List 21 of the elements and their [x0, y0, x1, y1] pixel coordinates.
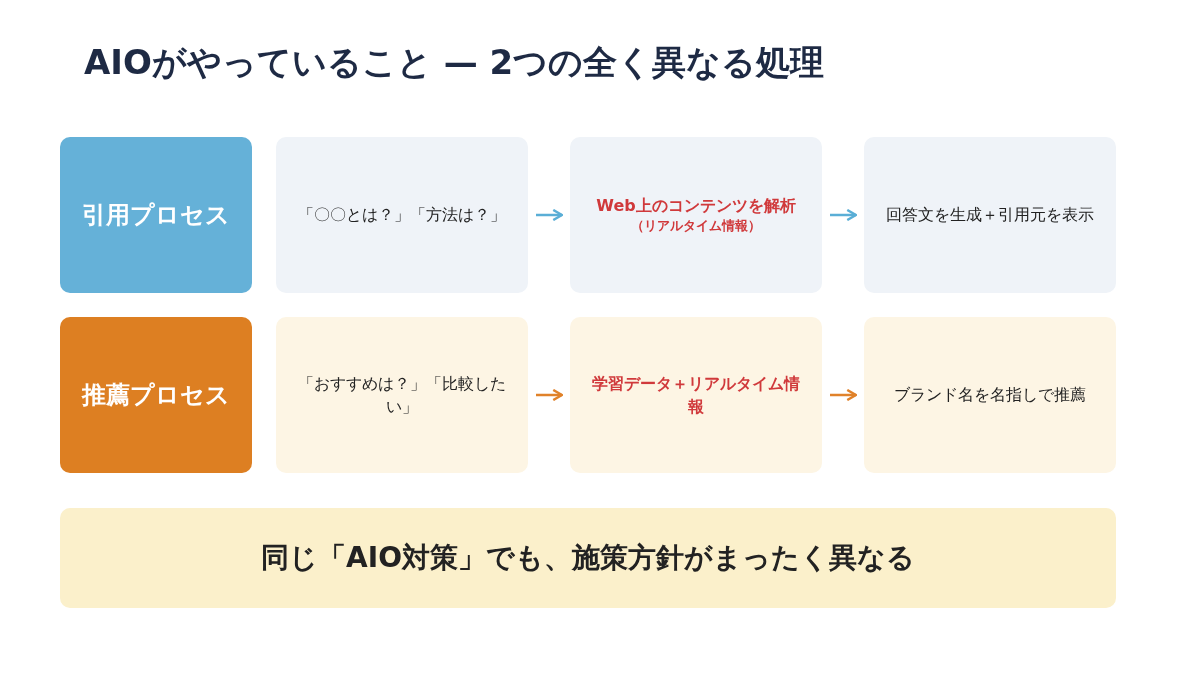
- arrow: [830, 388, 858, 402]
- step-box: [570, 317, 822, 473]
- step-text: 推薦プロセス: [82, 379, 230, 411]
- step-text: 回答文を生成＋引用元を表示: [886, 204, 1094, 227]
- step-text: 「〇〇とは？」「方法は？」: [298, 204, 506, 227]
- process-label-box: [60, 137, 252, 293]
- step-box: [276, 317, 528, 473]
- arrow: [536, 388, 564, 402]
- step-text: Web上のコンテンツを解析: [596, 195, 796, 217]
- step-text: ブランド名を名指しで推薦: [894, 384, 1086, 407]
- page-title: AIOがやっていること — 2つの全く異なる処理: [84, 41, 825, 84]
- arrow: [536, 208, 564, 222]
- process-label-box: [60, 317, 252, 473]
- step-box: [864, 317, 1116, 473]
- summary-banner: [60, 508, 1116, 608]
- step-text: 「おすすめは？」「比較したい」: [298, 372, 506, 418]
- step-text: 同じ「AIO対策」でも、施策方針がまったく異なる: [261, 539, 915, 576]
- arrow: [830, 208, 858, 222]
- step-text: 学習データ＋リアルタイム情報: [592, 372, 800, 418]
- step-text: 引用プロセス: [82, 199, 230, 231]
- step-note: （リアルタイム情報）: [631, 217, 761, 236]
